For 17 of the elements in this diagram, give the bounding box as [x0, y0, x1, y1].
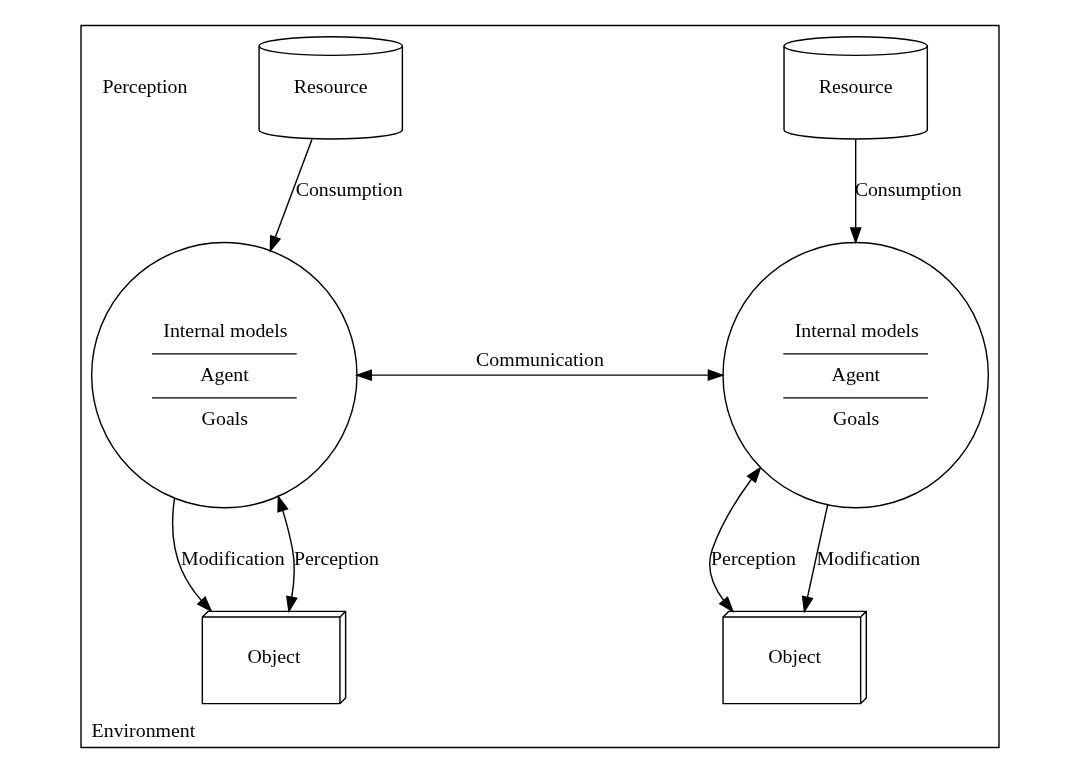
arrow [171, 497, 213, 613]
arrow [709, 466, 762, 613]
edge-label: Communication [476, 347, 604, 370]
arrow [277, 494, 298, 614]
edge-label: Modification [816, 546, 921, 569]
arrow [354, 369, 725, 382]
edge-label: Modification [180, 546, 285, 569]
node-circle: Internal models Agent Goals [90, 241, 358, 509]
arrow [801, 504, 829, 614]
edge-label: Consumption [295, 177, 403, 200]
arrow [269, 138, 313, 253]
node-circle: Internal models Agent Goals [722, 241, 990, 509]
edge-label: Perception [293, 546, 379, 569]
label: Perception [102, 75, 188, 98]
arrow [849, 138, 862, 245]
edge-label: Perception [711, 546, 796, 569]
edge-label: Consumption [854, 177, 962, 200]
